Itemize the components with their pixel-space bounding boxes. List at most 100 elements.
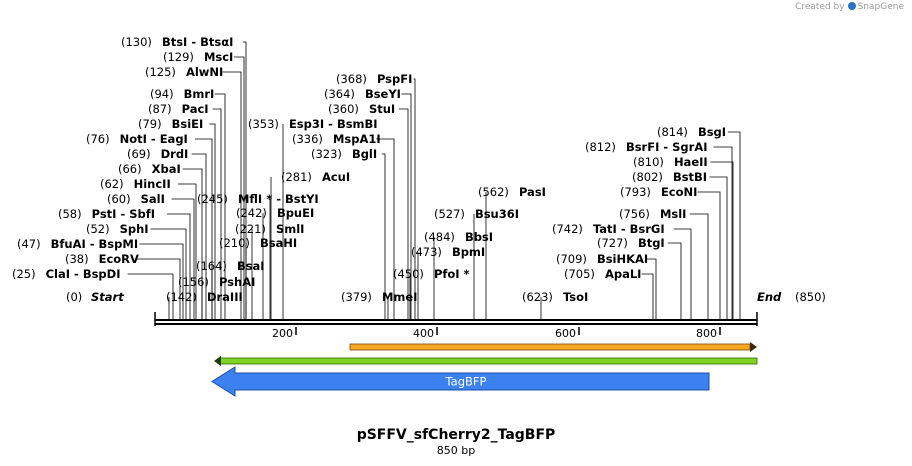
- restriction-site-label[interactable]: (66)XbaI: [118, 162, 181, 176]
- site-enzyme-name: SmlI: [276, 222, 305, 236]
- restriction-site-label[interactable]: (242)BpuEI: [236, 206, 314, 220]
- restriction-site-label[interactable]: (245)MflI * - BstYI: [197, 192, 319, 206]
- site-position: (242): [236, 206, 267, 220]
- start-label: Start: [91, 290, 124, 304]
- restriction-site-label[interactable]: (156)PshAI: [178, 275, 255, 289]
- site-position: (810): [633, 155, 664, 169]
- site-position: (245): [197, 192, 228, 206]
- site-enzyme-name: BsiHKAI: [597, 252, 648, 266]
- site-enzyme-name: SphI: [120, 222, 149, 236]
- restriction-site-label[interactable]: (812)BsrFI - SgrAI: [585, 140, 708, 154]
- site-enzyme-name: BpmI: [452, 245, 485, 259]
- restriction-site-label[interactable]: (802)BstBI: [632, 170, 707, 184]
- site-enzyme-name-2: BsmBI: [337, 117, 378, 131]
- site-position: (66): [118, 162, 142, 176]
- restriction-site-label[interactable]: (87)PacI: [148, 102, 209, 116]
- site-position: (709): [556, 252, 587, 266]
- restriction-site-label[interactable]: (727)BtgI: [597, 236, 665, 250]
- site-position: (562): [478, 185, 509, 199]
- site-enzyme-name-2: BtsαI: [200, 35, 233, 49]
- restriction-site-label[interactable]: (527)Bsu36I: [434, 207, 519, 221]
- restriction-site-label[interactable]: (705)ApaLI: [564, 267, 641, 281]
- feature-green-arrowhead: [214, 356, 221, 366]
- restriction-site-label[interactable]: (69)DrdI: [127, 147, 188, 161]
- restriction-site-label[interactable]: (756)MslI: [619, 207, 686, 221]
- restriction-site-label[interactable]: (810) HaeII: [633, 155, 708, 169]
- restriction-site-label[interactable]: (130)BtsI - BtsαI: [121, 35, 233, 49]
- site-enzyme-name: HaeII: [674, 155, 708, 169]
- site-leader-line: [222, 71, 242, 319]
- site-position: (623): [522, 290, 553, 304]
- restriction-site-label[interactable]: (76)NotI - EagI: [86, 132, 188, 146]
- site-enzyme-name: ClaI: [46, 267, 70, 281]
- map-length: 850 bp: [436, 444, 476, 457]
- site-leader-line: [727, 131, 741, 319]
- restriction-site-label[interactable]: (221)SmlI: [235, 222, 304, 236]
- site-position: (94): [150, 87, 174, 101]
- restriction-site-label[interactable]: (60)SalI: [107, 192, 165, 206]
- site-enzyme-name: MmeI: [382, 290, 418, 304]
- feature-tagbfp[interactable]: TagBFP: [211, 366, 710, 397]
- site-enzyme-name: EcoNI: [661, 185, 697, 199]
- feature-orange-arrow[interactable]: [349, 342, 757, 352]
- site-leader-line: [689, 213, 709, 319]
- restriction-site-label[interactable]: (336)MspA1I: [292, 132, 381, 146]
- restriction-site-label[interactable]: (353)Esp3I - BsmBI: [248, 117, 378, 131]
- restriction-site-label[interactable]: (129)MscI: [163, 50, 233, 64]
- restriction-site-label[interactable]: (562) PasI: [478, 185, 546, 199]
- restriction-site-label[interactable]: (484)BbsI: [424, 230, 493, 244]
- site-leader-line: [136, 258, 181, 319]
- site-position: (812): [585, 140, 616, 154]
- site-position: (87): [148, 102, 172, 116]
- restriction-site-label[interactable]: (360)StuI: [328, 102, 395, 116]
- restriction-site-label[interactable]: (450)PfoI *: [393, 267, 470, 281]
- site-separator: -: [324, 117, 337, 131]
- site-position: (69): [127, 147, 151, 161]
- restriction-site-label[interactable]: (125)AlwNI: [145, 65, 223, 79]
- restriction-site-label[interactable]: (79)BsiEI: [138, 117, 203, 131]
- restriction-site-label[interactable]: (94) BmrI: [150, 87, 214, 101]
- restriction-site-label[interactable]: (47)BfuAI - BspMI: [17, 237, 138, 251]
- restriction-site-label[interactable]: (58)PstI - SbfI: [58, 207, 155, 221]
- site-position: (756): [619, 207, 650, 221]
- site-leader-line: [709, 176, 728, 319]
- restriction-site-label[interactable]: (210)BsaHI: [219, 236, 297, 250]
- restriction-site-label[interactable]: (742)TatI - BsrGI: [552, 222, 665, 236]
- restriction-site-label[interactable]: (142)DraIII: [166, 290, 243, 304]
- site-enzyme-name: BtsI: [162, 35, 187, 49]
- ruler-label: 400: [413, 327, 434, 340]
- credit-prefix: Created by: [795, 2, 845, 12]
- ruler-label: 800: [696, 327, 717, 340]
- site-enzyme-name: AlwNI: [186, 65, 223, 79]
- site-separator: -: [116, 207, 129, 221]
- site-position: (323): [311, 147, 342, 161]
- restriction-site-label[interactable]: (379)MmeI: [341, 290, 417, 304]
- site-enzyme-name: BbsI: [465, 230, 493, 244]
- restriction-site-label[interactable]: (793)EcoNI: [620, 185, 697, 199]
- site-enzyme-name: PstI: [92, 207, 117, 221]
- site-enzyme-name-2: BstYI: [285, 192, 319, 206]
- ruler: 200 400 600 800: [272, 327, 721, 340]
- restriction-site-label[interactable]: (52)SphI: [86, 222, 149, 236]
- site-enzyme-name: BmrI: [184, 87, 215, 101]
- tagbfp-label: TagBFP: [445, 375, 487, 389]
- restriction-site-label[interactable]: (473)BpmI: [411, 245, 485, 259]
- site-enzyme-name: PasI: [519, 185, 546, 199]
- restriction-site-label[interactable]: (623)TsoI: [522, 290, 588, 304]
- restriction-site-label[interactable]: (364)BseYI: [324, 87, 401, 101]
- restriction-site-label[interactable]: (62)HincII: [100, 177, 171, 191]
- restriction-site-label[interactable]: (323)BglI: [311, 147, 377, 161]
- site-position: (25): [12, 267, 36, 281]
- restriction-site-label[interactable]: (164)BsaI: [196, 259, 265, 273]
- restriction-site-label[interactable]: (368)PspFI: [336, 72, 412, 86]
- site-leader-line: [150, 228, 187, 319]
- site-position: (360): [328, 102, 359, 116]
- restriction-site-label[interactable]: (25)ClaI - BspDI: [12, 267, 120, 281]
- feature-green-arrow[interactable]: [214, 356, 758, 366]
- restriction-site-label[interactable]: (281)AcuI: [281, 170, 350, 184]
- restriction-site-label[interactable]: (814)BsgI: [657, 125, 726, 139]
- restriction-site-label[interactable]: (38)EcoRV: [65, 252, 139, 266]
- restriction-site-label[interactable]: (709) BsiHKAI: [556, 252, 648, 266]
- site-enzyme-name: BsaHI: [260, 236, 297, 250]
- site-position: (79): [138, 117, 162, 131]
